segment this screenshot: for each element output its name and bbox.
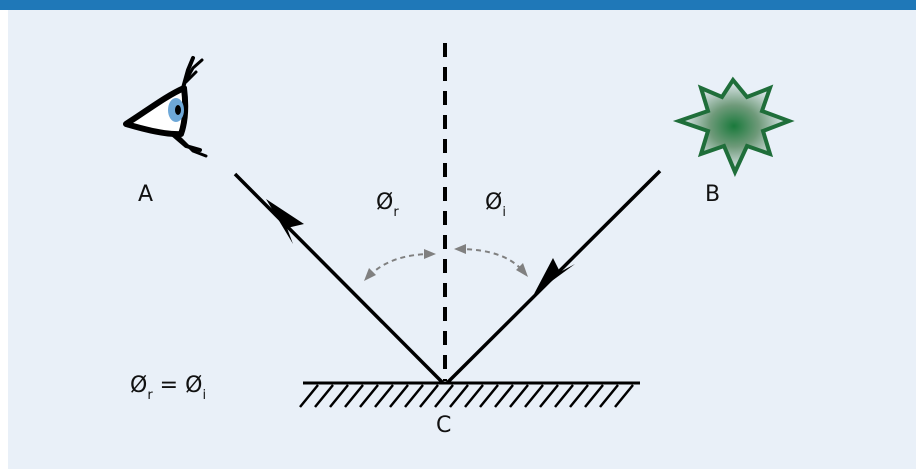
label-point-b: B xyxy=(705,182,720,207)
label-point-c: C xyxy=(436,413,451,438)
reflected-angle-arc xyxy=(364,249,436,281)
label-incident-angle: Øi xyxy=(485,190,506,220)
incident-arrowhead xyxy=(534,258,575,294)
top-accent-bar xyxy=(0,0,916,10)
incident-angle-arc xyxy=(454,244,528,277)
label-reflected-angle: Ør xyxy=(376,190,399,220)
eye-icon xyxy=(123,56,208,158)
law-of-reflection-equation: Ør = Øi xyxy=(130,373,206,403)
reflected-arrowhead xyxy=(266,199,304,244)
starburst-icon xyxy=(672,76,795,177)
mirror-surface xyxy=(299,381,640,408)
label-point-a: A xyxy=(138,182,153,207)
reflected-ray xyxy=(233,172,445,385)
